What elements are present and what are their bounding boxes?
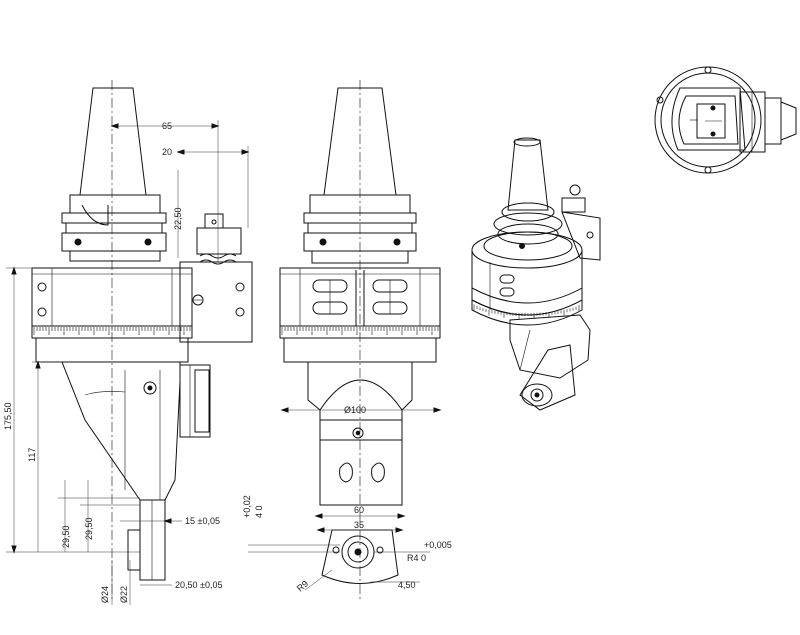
dim-35: 35 xyxy=(354,520,364,530)
dim-r4: R4 0 xyxy=(407,553,426,563)
isometric-view xyxy=(471,137,601,411)
dim-15: 15 ±0,05 xyxy=(185,516,220,526)
dim-60: 60 xyxy=(354,505,364,515)
dim-4-50: 4,50 xyxy=(398,580,416,590)
dim-d24: Ø24 xyxy=(100,586,110,603)
front-view: Ø100 60 35 +0,02 4 0 +0,005 R4 0 R9 4,50 xyxy=(242,80,452,600)
dim-tol-bot: 4 0 xyxy=(254,505,264,518)
dim-175-50: 175,50 xyxy=(3,402,13,430)
dim-29-50-a: 29,50 xyxy=(61,525,71,548)
dim-65: 65 xyxy=(162,121,172,131)
dim-20: 20 xyxy=(162,147,172,157)
dim-r9: R9 xyxy=(295,578,310,593)
side-view: 65 20 22,50 175,50 117 29,50 29,50 Ø24 Ø… xyxy=(3,80,253,605)
dim-22-50: 22,50 xyxy=(173,207,183,230)
dim-d22: Ø22 xyxy=(119,586,129,603)
dim-20-50: 20,50 ±0,05 xyxy=(175,580,222,590)
dim-r4-tol: +0,005 xyxy=(424,540,452,550)
dim-117: 117 xyxy=(27,448,37,462)
dim-29-50-b: 29,50 xyxy=(84,517,94,540)
dim-tol-top: +0,02 xyxy=(242,495,252,518)
dim-d100: Ø100 xyxy=(344,405,366,415)
top-view xyxy=(654,66,797,174)
